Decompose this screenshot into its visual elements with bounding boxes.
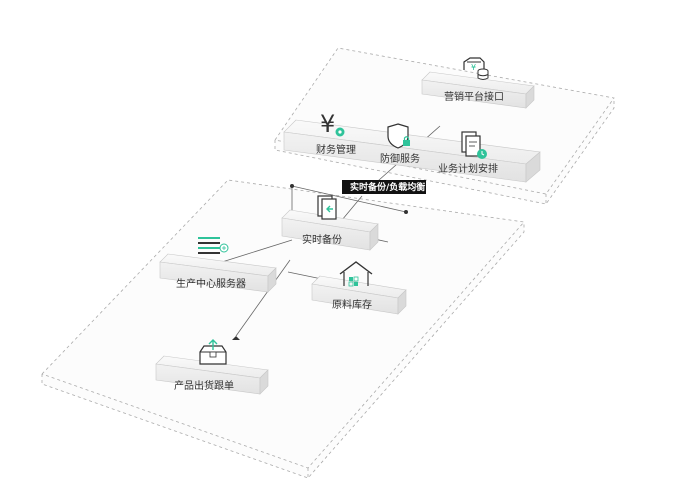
marketing-block[interactable]: 营销平台接口 <box>421 71 535 109</box>
link-backup-production <box>221 239 293 263</box>
cloud-database-icon: ¥ <box>463 57 489 80</box>
file-export-icon <box>317 195 337 220</box>
lower-platform <box>41 179 525 479</box>
backup-label: 实时备份 <box>302 233 342 246</box>
defense-label: 防御服务 <box>380 152 420 165</box>
materials-label: 原料库存 <box>332 298 372 311</box>
server-rack-icon <box>198 237 229 254</box>
link-finance-backup-path <box>291 185 407 213</box>
box-upload-icon <box>199 339 227 365</box>
production-label: 生产中心服务器 <box>176 277 246 290</box>
warehouse-icon <box>339 261 373 287</box>
marketing-label: 营销平台接口 <box>444 90 504 103</box>
connector-badge: 实时备份/负载均衡 <box>342 180 426 194</box>
svg-text:¥: ¥ <box>471 63 476 72</box>
link-backup-shipment <box>235 259 291 337</box>
document-clock-icon <box>461 131 487 159</box>
backup-block[interactable]: 实时备份 <box>281 209 379 251</box>
shipment-block[interactable]: 产品出货跟单 <box>155 355 269 395</box>
yen-gear-icon: ¥ <box>320 110 345 138</box>
shipment-label: 产品出货跟单 <box>174 379 234 392</box>
svg-text:¥: ¥ <box>320 110 335 138</box>
production-block[interactable]: 生产中心服务器 <box>159 253 277 293</box>
shield-lock-icon <box>387 123 410 149</box>
connector-label: 实时备份/负载均衡 <box>350 181 425 193</box>
planning-label: 业务计划安排 <box>438 162 498 175</box>
materials-block[interactable]: 原料库存 <box>311 275 407 315</box>
junction-dot <box>290 184 294 188</box>
junction-dot <box>404 210 408 214</box>
finance-label: 财务管理 <box>316 143 356 156</box>
arrow-head <box>232 336 240 340</box>
